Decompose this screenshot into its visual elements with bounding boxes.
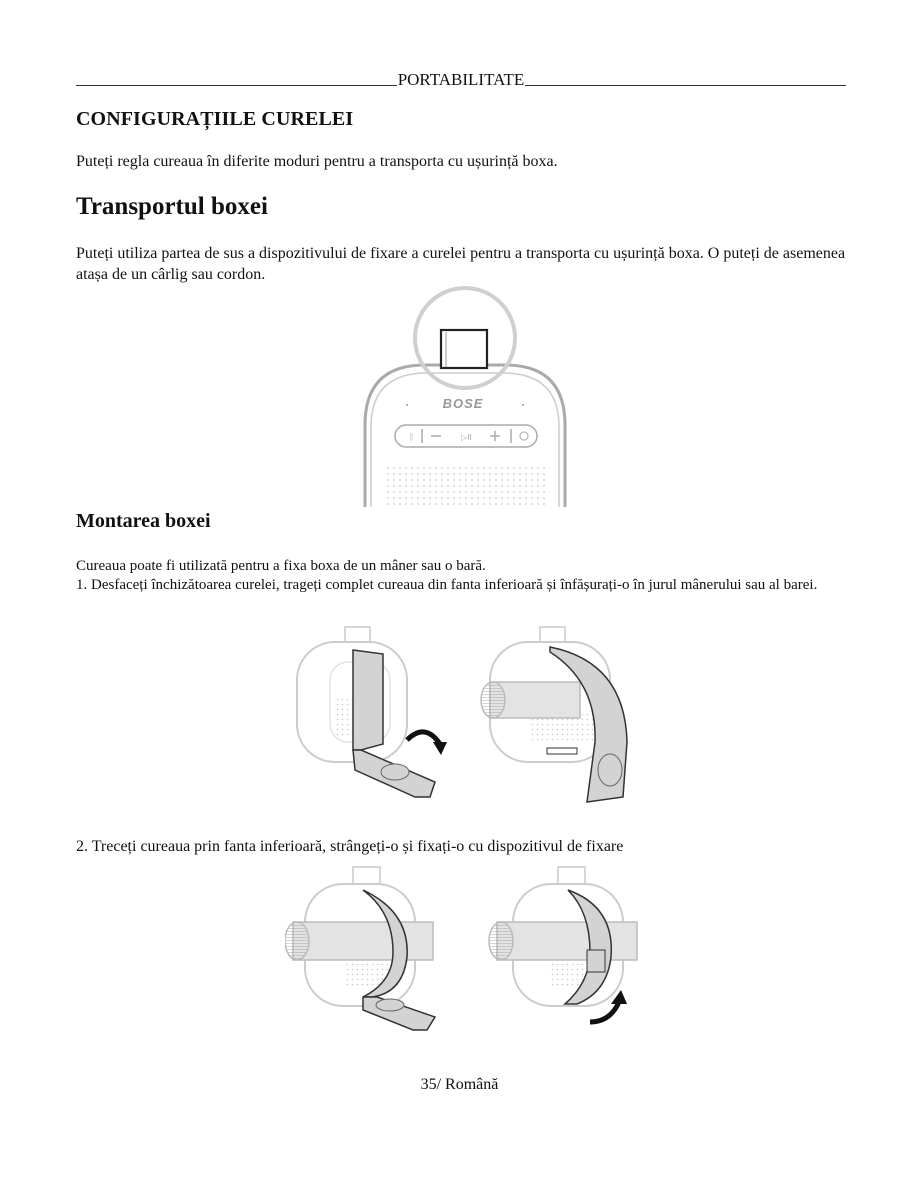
- intro-paragraph: Puteți regla cureaua în diferite moduri …: [76, 153, 558, 170]
- carry-heading: Transportul boxei: [76, 193, 268, 220]
- bluetooth-icon: ᛒ: [409, 432, 414, 443]
- header-rule-right: [525, 85, 846, 86]
- header-rule-left: [76, 85, 397, 86]
- mount-line-1: Cureaua poate fi utilizată pentru a fixa…: [76, 558, 486, 574]
- svg-text:BOSE: BOSE: [443, 396, 484, 411]
- carry-paragraph: Puteți utiliza partea de sus a dispoziti…: [76, 245, 846, 283]
- mount-line-2: 1. Desfaceți închizătoarea curelei, trag…: [76, 577, 818, 593]
- page-footer: 35/ Română: [420, 1076, 499, 1093]
- play-pause-icon: ▷II: [461, 433, 472, 442]
- power-icon: [519, 431, 529, 441]
- step2-figure: [285, 866, 638, 1031]
- running-header-text: PORTABILITATE: [397, 70, 525, 89]
- mount-paragraph: Cureaua poate fi utilizată pentru a fixa…: [76, 557, 866, 595]
- step1-figure: [296, 626, 628, 803]
- volume-up-icon: [490, 431, 500, 441]
- section-title: CONFIGURAȚIILE CURELEI: [76, 108, 354, 130]
- bose-logo: BOSE: [443, 396, 484, 411]
- mount-heading: Montarea boxei: [76, 510, 211, 532]
- step2-paragraph: 2. Treceți cureaua prin fanta inferioară…: [76, 838, 624, 855]
- running-header: PORTABILITATE: [76, 66, 846, 90]
- speaker-top-figure: BOSE ᛒ ▷II: [363, 286, 567, 507]
